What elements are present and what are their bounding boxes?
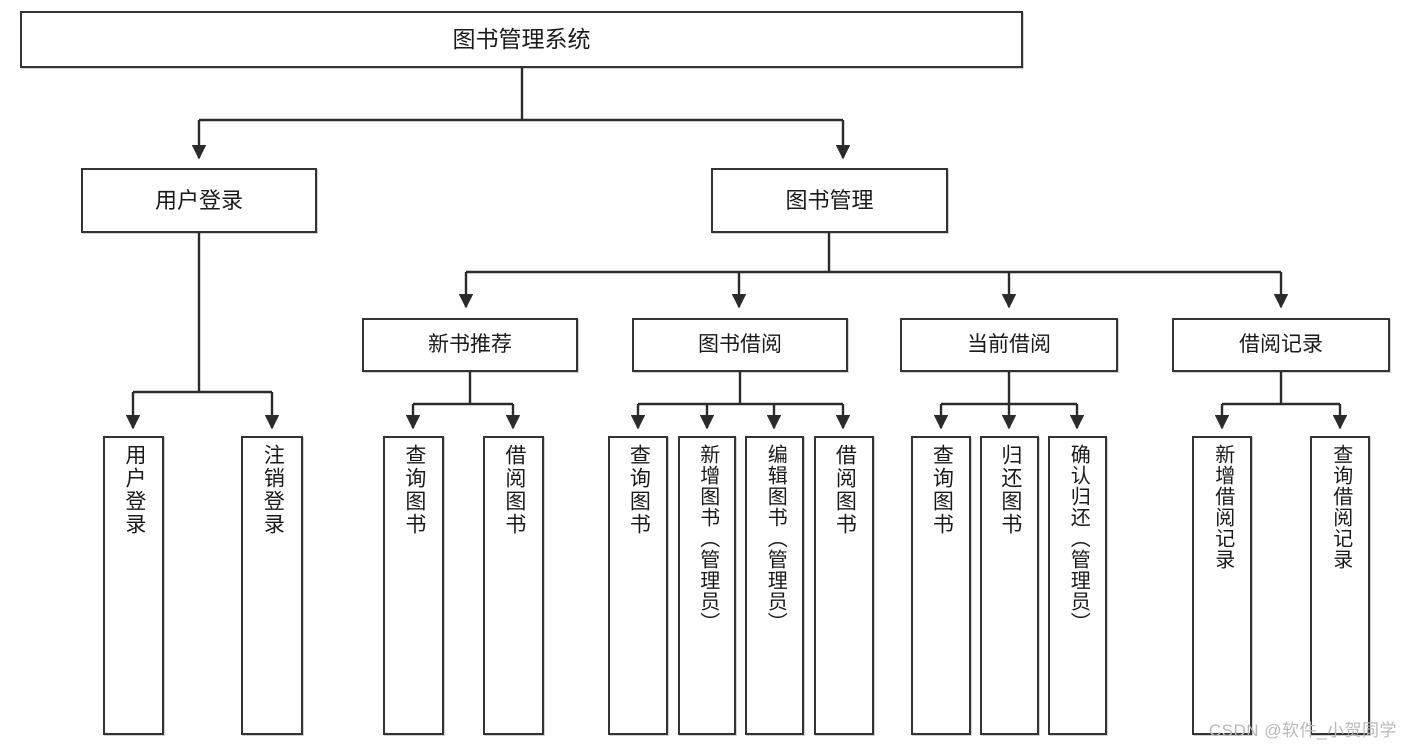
- node-label: 新增图书（管理员）: [696, 444, 719, 633]
- node-borrow-record[interactable]: 借阅记录: [1172, 318, 1390, 372]
- node-label: 注销登录: [261, 444, 285, 536]
- node-book-management[interactable]: 图书管理: [711, 168, 948, 233]
- node-label: 查询图书: [627, 444, 651, 536]
- csdn-watermark: CSDN @软件_小贺同学: [1208, 721, 1397, 740]
- leaf-borrow-borrow-book[interactable]: 借阅图书: [814, 436, 874, 735]
- leaf-user-login-signout[interactable]: 注销登录: [241, 436, 303, 735]
- leaf-user-login-signin[interactable]: 用户登录: [103, 436, 164, 735]
- node-label: 编辑图书（管理员）: [764, 444, 787, 633]
- node-current-borrow[interactable]: 当前借阅: [900, 318, 1118, 372]
- leaf-current-return-book[interactable]: 归还图书: [980, 436, 1039, 735]
- node-label: 当前借阅: [967, 332, 1051, 356]
- node-label: 新书推荐: [428, 332, 512, 356]
- node-new-book-recommend[interactable]: 新书推荐: [362, 318, 578, 372]
- leaf-current-query-book[interactable]: 查询图书: [911, 436, 971, 735]
- node-root-system[interactable]: 图书管理系统: [20, 11, 1023, 68]
- node-label: 确认归还（管理员）: [1067, 444, 1090, 633]
- node-label: 查询图书: [930, 444, 954, 536]
- node-label: 用户登录: [122, 444, 146, 536]
- node-label: 图书借阅: [698, 332, 782, 356]
- leaf-record-query-borrow-record[interactable]: 查询借阅记录: [1310, 436, 1370, 735]
- leaf-record-add-borrow-record[interactable]: 新增借阅记录: [1192, 436, 1252, 735]
- node-book-borrow[interactable]: 图书借阅: [632, 318, 848, 372]
- node-label: 图书管理: [785, 187, 874, 213]
- leaf-recommend-borrow-book[interactable]: 借阅图书: [483, 436, 544, 735]
- node-label: 查询借阅记录: [1329, 444, 1352, 570]
- node-label: 用户登录: [154, 187, 243, 213]
- node-label: 归还图书: [998, 444, 1022, 536]
- leaf-borrow-query-book[interactable]: 查询图书: [608, 436, 668, 735]
- node-label: 图书管理系统: [452, 26, 591, 53]
- node-label: 借阅记录: [1239, 332, 1323, 356]
- node-label: 借阅图书: [833, 444, 857, 536]
- node-label: 借阅图书: [502, 444, 526, 536]
- leaf-recommend-query-book[interactable]: 查询图书: [383, 436, 444, 735]
- node-user-login[interactable]: 用户登录: [81, 168, 317, 233]
- leaf-current-confirm-return-admin[interactable]: 确认归还（管理员）: [1048, 436, 1107, 735]
- leaf-borrow-edit-book-admin[interactable]: 编辑图书（管理员）: [745, 436, 804, 735]
- node-label: 查询图书: [402, 444, 426, 536]
- node-label: 新增借阅记录: [1211, 444, 1234, 570]
- leaf-borrow-add-book-admin[interactable]: 新增图书（管理员）: [678, 436, 736, 735]
